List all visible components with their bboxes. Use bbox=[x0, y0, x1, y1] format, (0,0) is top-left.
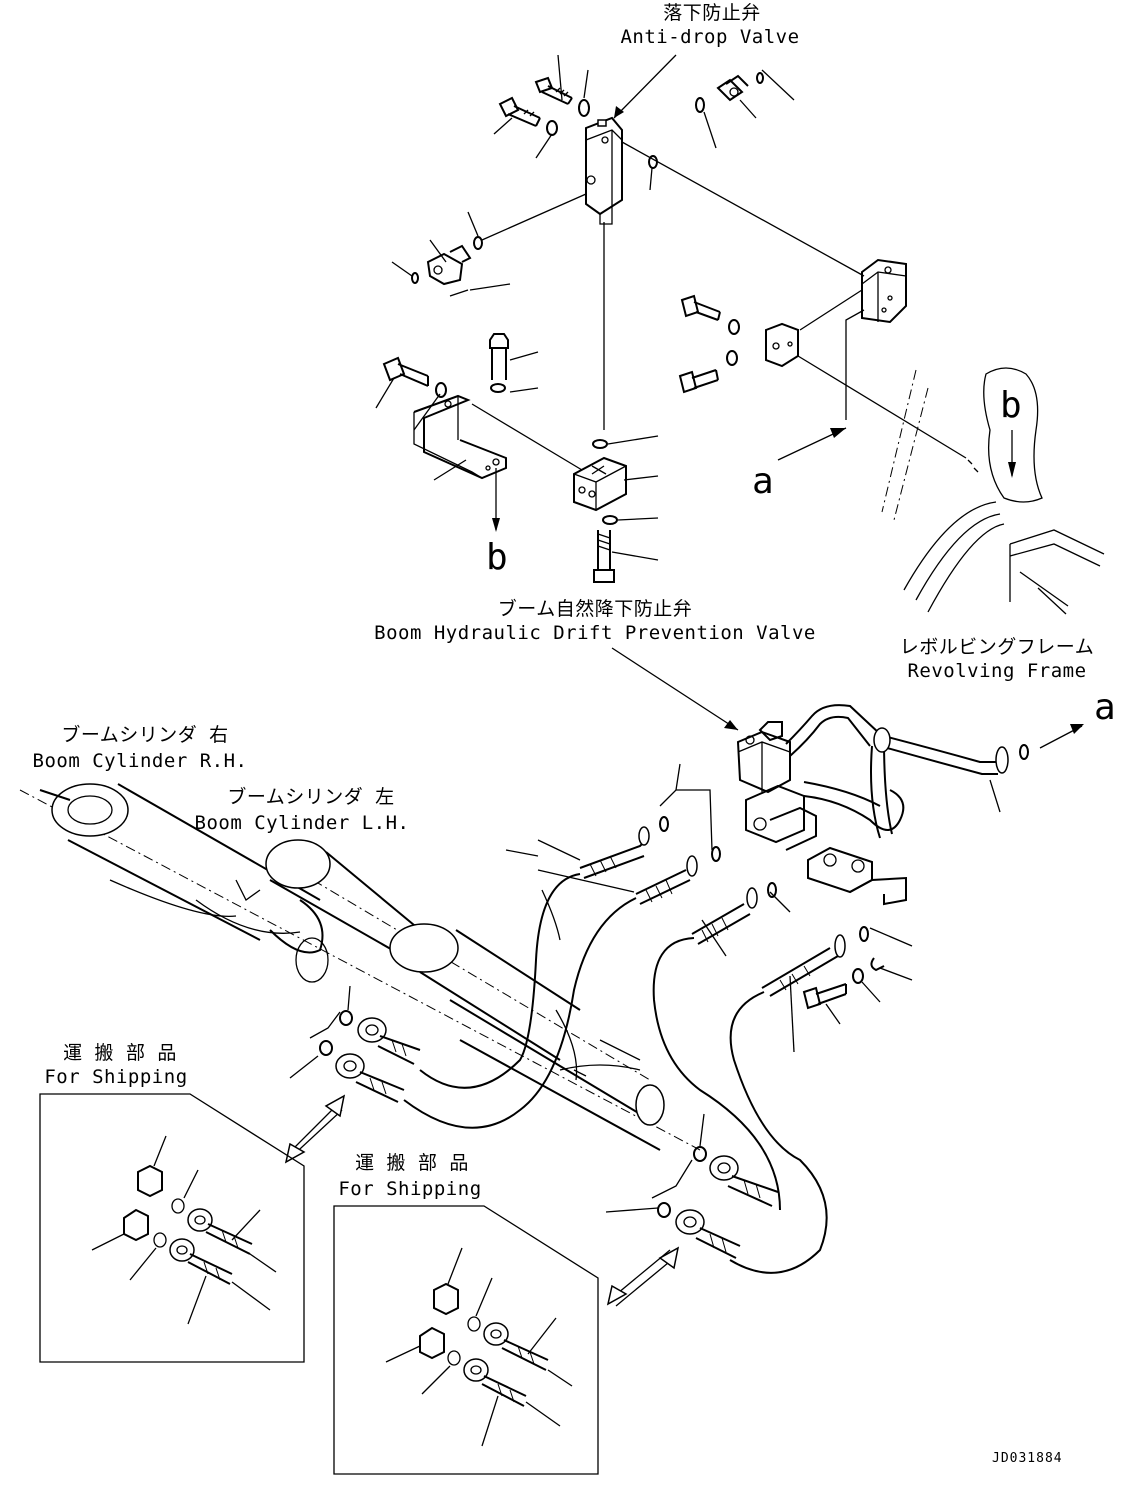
cyl-flange-lh-1 bbox=[709, 1155, 779, 1207]
boom-cylinder-lh-label-en: Boom Cylinder L.H. bbox=[194, 812, 410, 834]
bolt-long-lower bbox=[593, 530, 615, 583]
lower-block bbox=[573, 456, 627, 512]
boom-cylinder-rh-label-jp: ブームシリンダ 右 bbox=[61, 724, 229, 746]
for-shipping-1-label-jp: 運 搬 部 品 bbox=[63, 1042, 177, 1064]
fitting-top-right bbox=[716, 74, 749, 102]
revolving-frame bbox=[881, 367, 1105, 615]
frame-bracket-small bbox=[765, 322, 799, 368]
hose-flange-1 bbox=[579, 826, 650, 879]
shipping-box-2 bbox=[333, 1205, 599, 1475]
bolt-bracket bbox=[382, 356, 429, 387]
hose-flange-2 bbox=[635, 855, 698, 905]
split-flange-clamp bbox=[807, 846, 907, 906]
boom-cylinder-rh bbox=[19, 783, 701, 1151]
revolving-frame-label-jp: レボルビングフレーム bbox=[899, 636, 1095, 658]
for-shipping-2-label-jp: 運 搬 部 品 bbox=[355, 1152, 469, 1174]
frame-block bbox=[861, 258, 907, 324]
reference-b-right: b bbox=[1000, 385, 1023, 426]
drawing-code: JD031884 bbox=[992, 1451, 1063, 1466]
bolt-hose bbox=[802, 983, 847, 1010]
reference-a-mid: a bbox=[752, 461, 775, 502]
cyl-flange-lh-2 bbox=[675, 1209, 741, 1259]
reference-b-mid: b bbox=[486, 537, 509, 578]
frame-bolt-2 bbox=[678, 369, 719, 394]
boom-cylinder-rh-label-en: Boom Cylinder R.H. bbox=[32, 750, 248, 772]
boom-drift-valve-label-en: Boom Hydraulic Drift Prevention Valve bbox=[374, 622, 816, 644]
boom-drift-valve bbox=[736, 721, 817, 851]
hose-flange-4 bbox=[761, 934, 846, 997]
boom-drift-valve-label-jp: ブーム自然降下防止弁 bbox=[497, 598, 693, 620]
fitting-left-tee bbox=[426, 244, 472, 286]
anti-drop-valve bbox=[585, 116, 623, 225]
revolving-frame-label-en: Revolving Frame bbox=[907, 660, 1087, 682]
cyl-flange-rh-1 bbox=[357, 1017, 421, 1065]
for-shipping-1-label-en: For Shipping bbox=[44, 1066, 188, 1088]
boom-cylinder-lh bbox=[265, 839, 651, 1081]
bolt-vertical bbox=[489, 333, 509, 380]
boom-cylinder-lh-label-jp: ブームシリンダ 左 bbox=[227, 786, 395, 808]
reference-a-right: a bbox=[1094, 687, 1117, 728]
for-shipping-2-label-en: For Shipping bbox=[338, 1178, 482, 1200]
shipping-box-1 bbox=[39, 1093, 305, 1363]
frame-bolt-1 bbox=[680, 294, 721, 321]
anti-drop-valve-label-en: Anti-drop Valve bbox=[620, 26, 800, 48]
hose-flange-3 bbox=[691, 887, 758, 945]
bolt-top-2 bbox=[498, 96, 541, 127]
mount-bracket bbox=[413, 394, 507, 480]
anti-drop-valve-label-jp: 落下防止弁 bbox=[663, 2, 761, 24]
cyl-flange-rh-2 bbox=[335, 1053, 405, 1103]
bolt-top-1 bbox=[534, 76, 573, 105]
